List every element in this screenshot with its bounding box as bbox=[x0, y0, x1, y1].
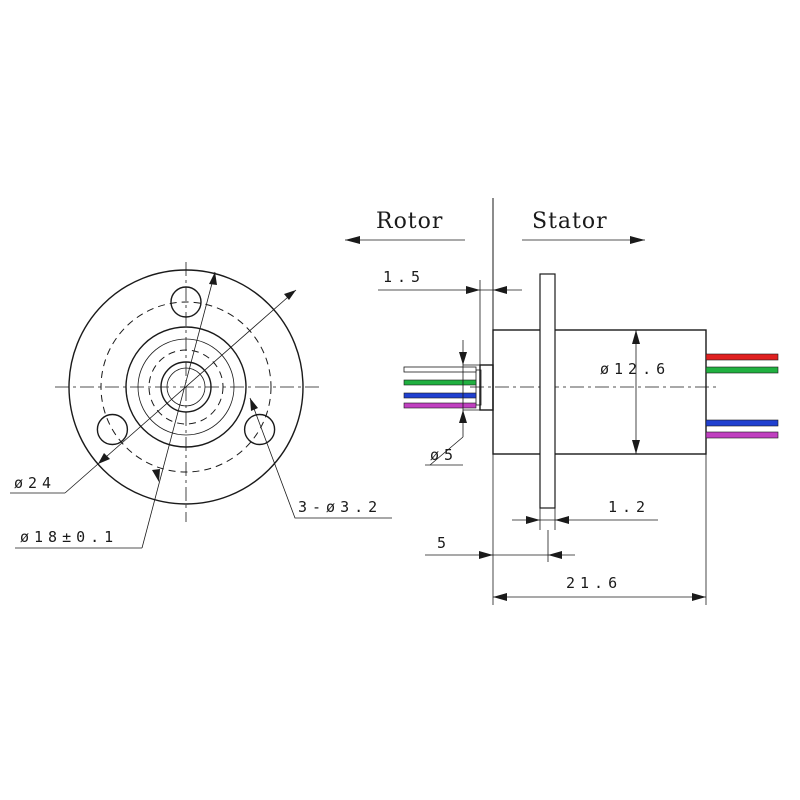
dim-d12-6-label: ø12.6 bbox=[600, 360, 670, 378]
dim-d5-leader bbox=[429, 436, 464, 466]
d24-arrow-top bbox=[284, 290, 296, 300]
rotor-wire-green bbox=[403, 379, 477, 386]
holes-label: 3-ø3.2 bbox=[298, 498, 382, 516]
dim-21-6-arrow-left bbox=[493, 593, 507, 601]
stator-wire-blue bbox=[705, 419, 779, 427]
dim-d12-6-arrow-bottom bbox=[632, 440, 640, 454]
dim-1-2-arrow-right bbox=[555, 516, 569, 524]
stator-label: Stator bbox=[532, 209, 608, 234]
rotor-wire-magenta bbox=[403, 402, 477, 409]
rotor-arrow-head bbox=[345, 236, 360, 244]
d18-leader bbox=[141, 271, 216, 549]
dim-5-arrow-left bbox=[479, 551, 493, 559]
dim-d5-label: ø5 bbox=[430, 446, 458, 464]
outer-flange-circle bbox=[68, 269, 304, 505]
d18-label: ø18±0.1 bbox=[20, 528, 118, 546]
dim-21-6-label: 21.6 bbox=[566, 574, 622, 592]
dim-1-2-label: 1.2 bbox=[608, 498, 650, 516]
holes-leader bbox=[249, 397, 392, 519]
side-view: Rotor Stator 1.5 bbox=[345, 198, 779, 605]
bolt-circle bbox=[100, 301, 272, 473]
dim-d12-6-arrow-top bbox=[632, 330, 640, 344]
d18-arrow-bottom bbox=[152, 469, 160, 482]
dim-1-5-label: 1.5 bbox=[383, 268, 425, 286]
rotor-stub-lip bbox=[475, 369, 482, 406]
mount-hole-right bbox=[243, 413, 276, 446]
dim-1-2-arrow-left bbox=[526, 516, 540, 524]
dim-d5-arrow-bottom bbox=[459, 410, 467, 423]
dim-d5-arrow-top bbox=[459, 352, 467, 365]
stator-wire-magenta bbox=[705, 431, 779, 439]
stator-body bbox=[492, 329, 707, 455]
mount-hole-top bbox=[170, 286, 202, 318]
shaft-outer-circle bbox=[160, 361, 212, 413]
stator-arrow-head bbox=[630, 236, 645, 244]
dim-21-6-arrow-right bbox=[692, 593, 706, 601]
d24-arrow-bottom bbox=[98, 453, 110, 464]
rotor-label: Rotor bbox=[376, 209, 443, 234]
stator-wire-green bbox=[705, 366, 779, 374]
dim-1-5-arrow-right bbox=[493, 286, 507, 294]
inner-ring-circle bbox=[137, 338, 235, 436]
mount-hole-left bbox=[96, 413, 129, 446]
d18-arrow-top bbox=[209, 272, 217, 285]
dim-5-arrow-right bbox=[548, 551, 562, 559]
rotor-wire-red bbox=[403, 366, 477, 373]
d24-label: ø24 bbox=[14, 474, 56, 492]
dim-5-label: 5 bbox=[437, 534, 451, 552]
rotor-wire-blue bbox=[403, 392, 477, 399]
holes-arrow bbox=[250, 398, 258, 411]
mounting-flange bbox=[539, 273, 556, 509]
boss-circle bbox=[125, 326, 247, 448]
dim-1-5-arrow-left bbox=[466, 286, 480, 294]
shaft-inner-circle bbox=[166, 367, 206, 407]
hidden-ring-circle bbox=[148, 349, 224, 425]
rotor-stub bbox=[479, 364, 494, 411]
front-view: ø24 ø18±0.1 3-ø3.2 bbox=[10, 262, 392, 549]
stator-wire-red bbox=[705, 353, 779, 361]
